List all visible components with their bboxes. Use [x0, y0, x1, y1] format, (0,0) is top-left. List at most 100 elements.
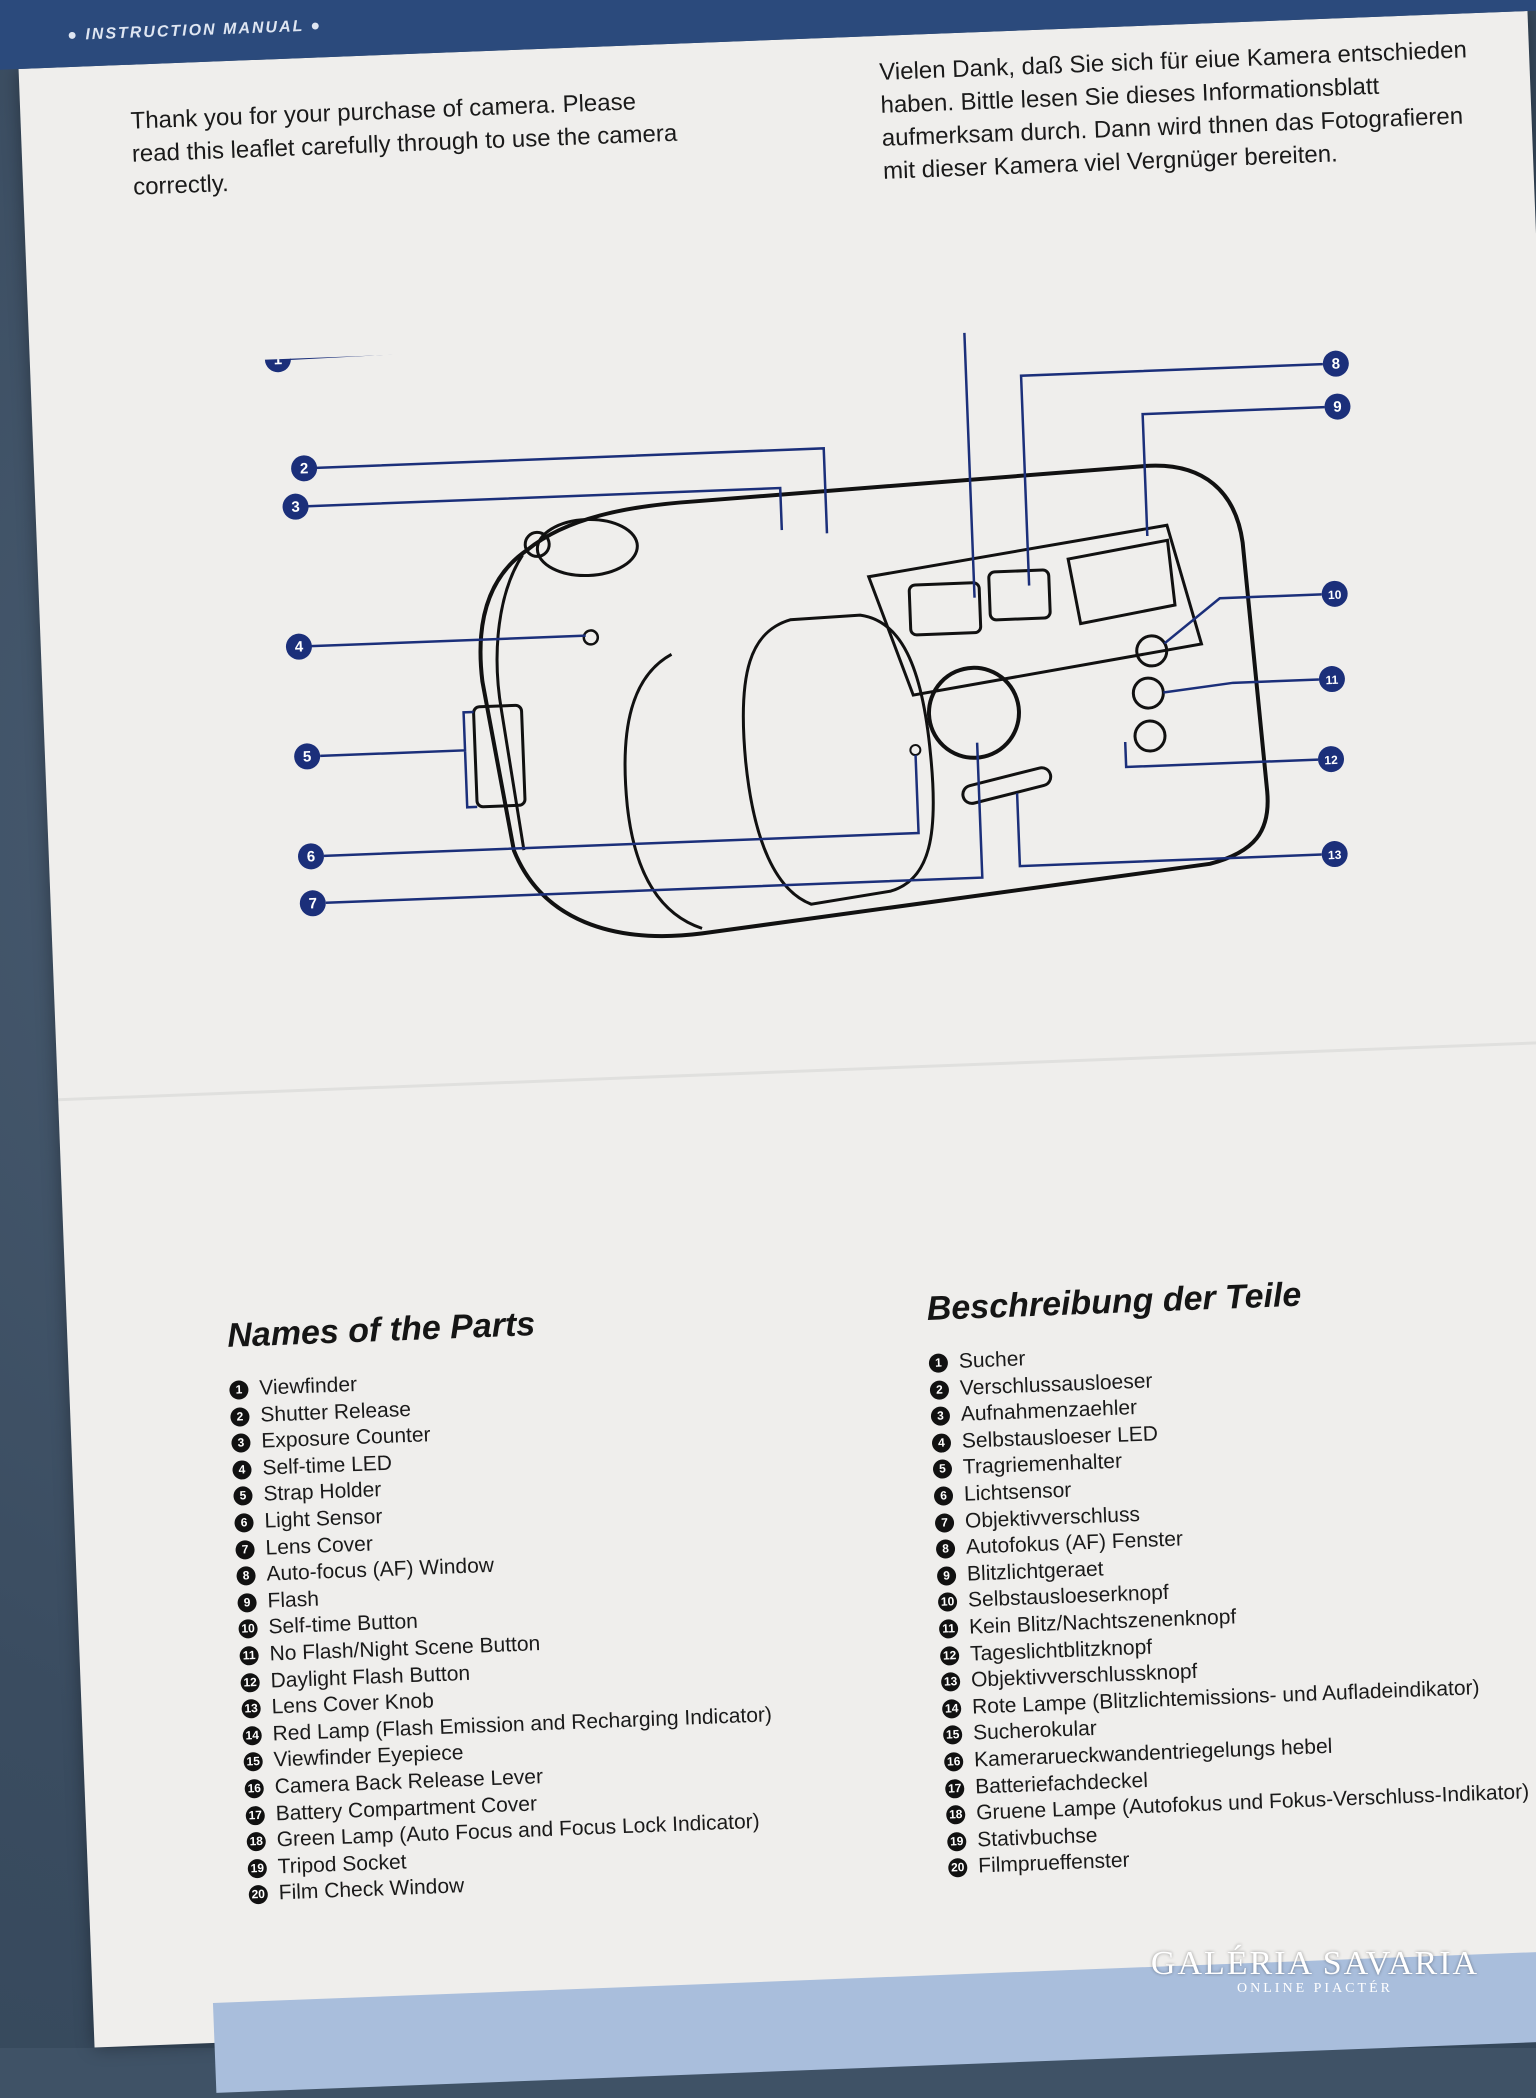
- leader-6: [323, 755, 920, 858]
- no-flash-button: [1131, 676, 1165, 710]
- callout-3: 3: [282, 493, 309, 520]
- part-label: Flash: [267, 1587, 320, 1613]
- part-number-badge: 3: [930, 1406, 951, 1427]
- grip-curve: [623, 653, 703, 930]
- callout-13: 13: [1321, 841, 1348, 868]
- part-number-badge: 6: [234, 1513, 254, 1533]
- part-number-badge: 1: [229, 1380, 249, 1400]
- part-number-badge: 20: [248, 1885, 269, 1905]
- part-number-badge: 15: [243, 1752, 264, 1772]
- leader-11: [1163, 678, 1319, 694]
- svg-text:12: 12: [1324, 753, 1338, 768]
- part-label: Lens Cover: [265, 1532, 374, 1560]
- part-number-badge: 5: [932, 1459, 953, 1480]
- part-number-badge: 3: [231, 1433, 251, 1454]
- callout-4: 4: [285, 633, 312, 660]
- part-label: Sucherokular: [972, 1717, 1098, 1745]
- svg-text:3: 3: [291, 499, 300, 516]
- svg-text:13: 13: [1328, 848, 1342, 863]
- camera-illustration: [472, 463, 1270, 938]
- callout-6: 6: [297, 843, 324, 870]
- part-number-badge: 13: [940, 1672, 961, 1692]
- part-label: Aufnahmenzaehler: [960, 1396, 1138, 1426]
- part-label: Shutter Release: [259, 1397, 412, 1427]
- part-number-badge: 10: [238, 1619, 258, 1640]
- part-number-badge: 8: [935, 1539, 956, 1560]
- leader-8: [1019, 362, 1323, 586]
- part-number-badge: 8: [236, 1566, 256, 1586]
- part-number-badge: 14: [242, 1725, 263, 1746]
- svg-text:7: 7: [308, 895, 317, 912]
- callout-7: 7: [299, 890, 326, 917]
- strap-holder: [472, 703, 527, 809]
- callout-5: 5: [294, 743, 321, 770]
- part-label: Objektivverschluss: [964, 1502, 1141, 1533]
- part-label: Lichtsensor: [963, 1478, 1072, 1506]
- part-label: Light Sensor: [264, 1505, 383, 1533]
- part-number-badge: 4: [931, 1432, 952, 1453]
- part-label: Tragriemenhalter: [962, 1450, 1123, 1480]
- side-panel: [741, 613, 935, 906]
- af-window: [987, 568, 1052, 622]
- callout-9: 9: [1324, 393, 1351, 420]
- camera-diagram: 1 2 3 4 5 6 7 8 9 10 11 12 13: [264, 321, 1351, 938]
- callout-badges: 1 2 3 4 5 6 7 8 9 10 11 12 13: [264, 346, 1351, 917]
- leader-4: [310, 634, 586, 648]
- camera-body-outline: [478, 463, 1270, 938]
- leader-7: [325, 742, 984, 905]
- callout-2: 2: [291, 455, 318, 482]
- part-label: Stativbuchse: [976, 1823, 1098, 1852]
- svg-text:10: 10: [1328, 588, 1342, 603]
- svg-text:9: 9: [1333, 398, 1342, 415]
- part-number-badge: 15: [942, 1725, 963, 1746]
- callout-10: 10: [1321, 580, 1348, 607]
- svg-text:1: 1: [273, 351, 282, 368]
- part-label: Film Check Window: [278, 1874, 465, 1905]
- leader-2: [316, 447, 829, 534]
- part-number-badge: 11: [239, 1645, 259, 1666]
- watermark-name: GALÉRIA SAVARIA: [1150, 1945, 1480, 1982]
- watermark-subtitle: ONLINE PIACTÉR: [1237, 1981, 1393, 1996]
- part-label: Self-time Button: [268, 1610, 419, 1639]
- exposure-counter: [523, 530, 551, 558]
- part-label: Tripod Socket: [277, 1850, 407, 1879]
- callout-8: 8: [1322, 350, 1349, 377]
- part-number-badge: 7: [934, 1512, 955, 1533]
- self-timer-led: [582, 629, 600, 646]
- callout-11: 11: [1318, 666, 1345, 693]
- part-number-badge: 18: [945, 1805, 966, 1825]
- viewfinder-window: [907, 581, 983, 637]
- watermark-logo: GALÉRIA SAVARIA ONLINE PIACTÉR: [1145, 1945, 1485, 1997]
- part-label: Strap Holder: [263, 1478, 382, 1506]
- part-number-badge: 13: [241, 1699, 262, 1719]
- leader-1: [289, 321, 976, 598]
- part-label: Filmprueffenster: [977, 1848, 1130, 1878]
- part-number-badge: 11: [938, 1619, 959, 1639]
- svg-text:6: 6: [307, 848, 316, 865]
- svg-text:4: 4: [294, 638, 304, 655]
- part-number-badge: 20: [947, 1858, 968, 1878]
- self-timer-button: [1135, 634, 1169, 668]
- part-number-badge: 17: [245, 1805, 266, 1826]
- part-number-badge: 12: [939, 1645, 960, 1666]
- leader-10: [1163, 593, 1322, 645]
- lens-cover-knob: [961, 766, 1053, 805]
- light-sensor: [909, 744, 922, 757]
- leader-5: [320, 710, 478, 809]
- part-number-badge: 2: [230, 1406, 250, 1427]
- part-number-badge: 10: [937, 1592, 958, 1613]
- part-number-badge: 2: [929, 1379, 950, 1400]
- part-number-badge: 17: [944, 1778, 965, 1799]
- intro-german: Vielen Dank, daß Sie sich für eiue Kamer…: [878, 36, 1468, 185]
- leader-3: [307, 486, 784, 531]
- part-number-badge: 9: [237, 1592, 257, 1613]
- shutter-release-button: [535, 517, 639, 578]
- leader-9: [1141, 405, 1325, 537]
- intro-english: Thank you for your purchase of camera. P…: [130, 88, 678, 201]
- part-label: Viewfinder: [258, 1372, 358, 1400]
- parts-title-german: Beschreibung der Teile: [926, 1275, 1303, 1329]
- part-number-badge: 19: [946, 1831, 967, 1852]
- part-label: Blitzlichtgeraet: [966, 1557, 1104, 1586]
- leaflet-photo: ● INSTRUCTION MANUAL ● Thank you for you…: [0, 0, 1536, 2048]
